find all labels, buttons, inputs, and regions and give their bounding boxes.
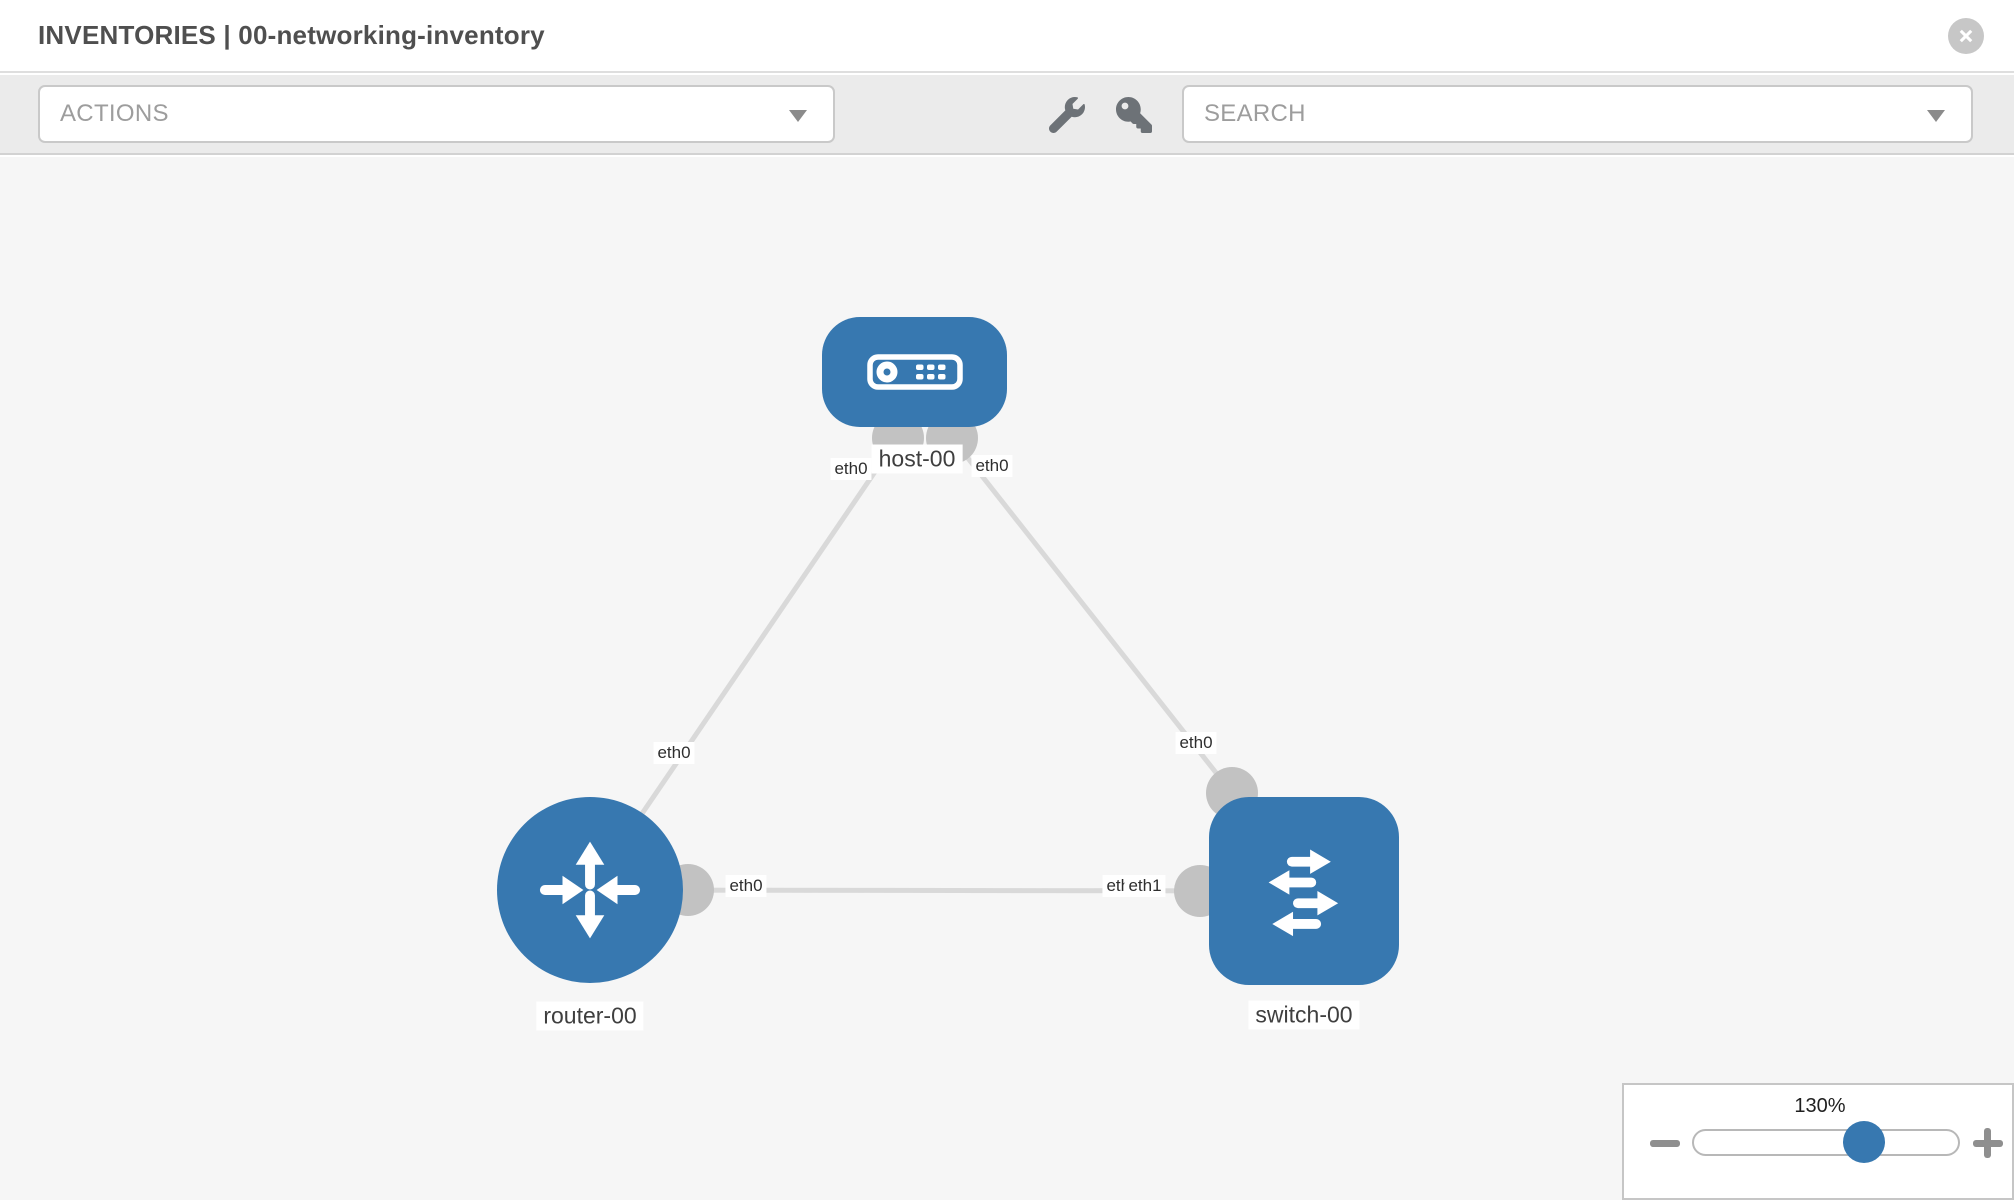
zoom-panel: 130% [1622,1083,2014,1200]
router-icon [539,841,641,939]
chevron-down-icon [1927,110,1945,122]
actions-dropdown[interactable]: ACTIONS [38,85,835,143]
node-switch-00[interactable] [1209,797,1399,985]
search-placeholder: SEARCH [1204,100,1306,127]
node-host-00[interactable] [822,317,1007,427]
switch-icon [1268,849,1339,937]
if-label-host-switch-switch-side: eth0 [1175,732,1217,754]
if-label-host-switch-host-side: eth0 [971,455,1013,477]
if-label-host-router-host-side: eth0 [830,458,872,480]
close-button[interactable] [1948,18,1984,54]
key-icon[interactable] [1116,97,1152,133]
actions-dropdown-label: ACTIONS [60,100,169,127]
node-label-switch-00: switch-00 [1248,1000,1360,1030]
wrench-icon[interactable] [1049,97,1085,133]
if-label-router-switch-switch-side: eth1 [1124,875,1166,897]
zoom-out-button[interactable] [1650,1140,1680,1147]
zoom-slider-thumb[interactable] [1843,1121,1886,1163]
search-dropdown[interactable]: SEARCH [1182,85,1973,143]
node-label-router-00: router-00 [536,1001,644,1031]
host-icon [866,354,963,390]
toolbar: ACTIONS SEARCH [0,75,2014,155]
zoom-in-button[interactable] [1971,1126,2005,1160]
node-router-00[interactable] [497,797,683,983]
zoom-level-readout: 130% [1794,1095,1846,1117]
if-label-router-switch-router-side: eth0 [725,875,767,897]
topology-canvas[interactable]: eth0 eth0 eth0 eth0 eth0 eth0 eth1 host-… [0,157,2014,1200]
zoom-slider-track[interactable] [1692,1121,1960,1163]
node-label-host-00: host-00 [871,444,963,474]
close-icon [1959,29,1973,43]
if-label-host-router-router-side: eth0 [653,742,695,764]
page-title: INVENTORIES | 00-networking-inventory [38,20,545,50]
header: INVENTORIES | 00-networking-inventory [0,0,2014,73]
chevron-down-icon [789,110,807,122]
links-layer [587,412,1305,917]
